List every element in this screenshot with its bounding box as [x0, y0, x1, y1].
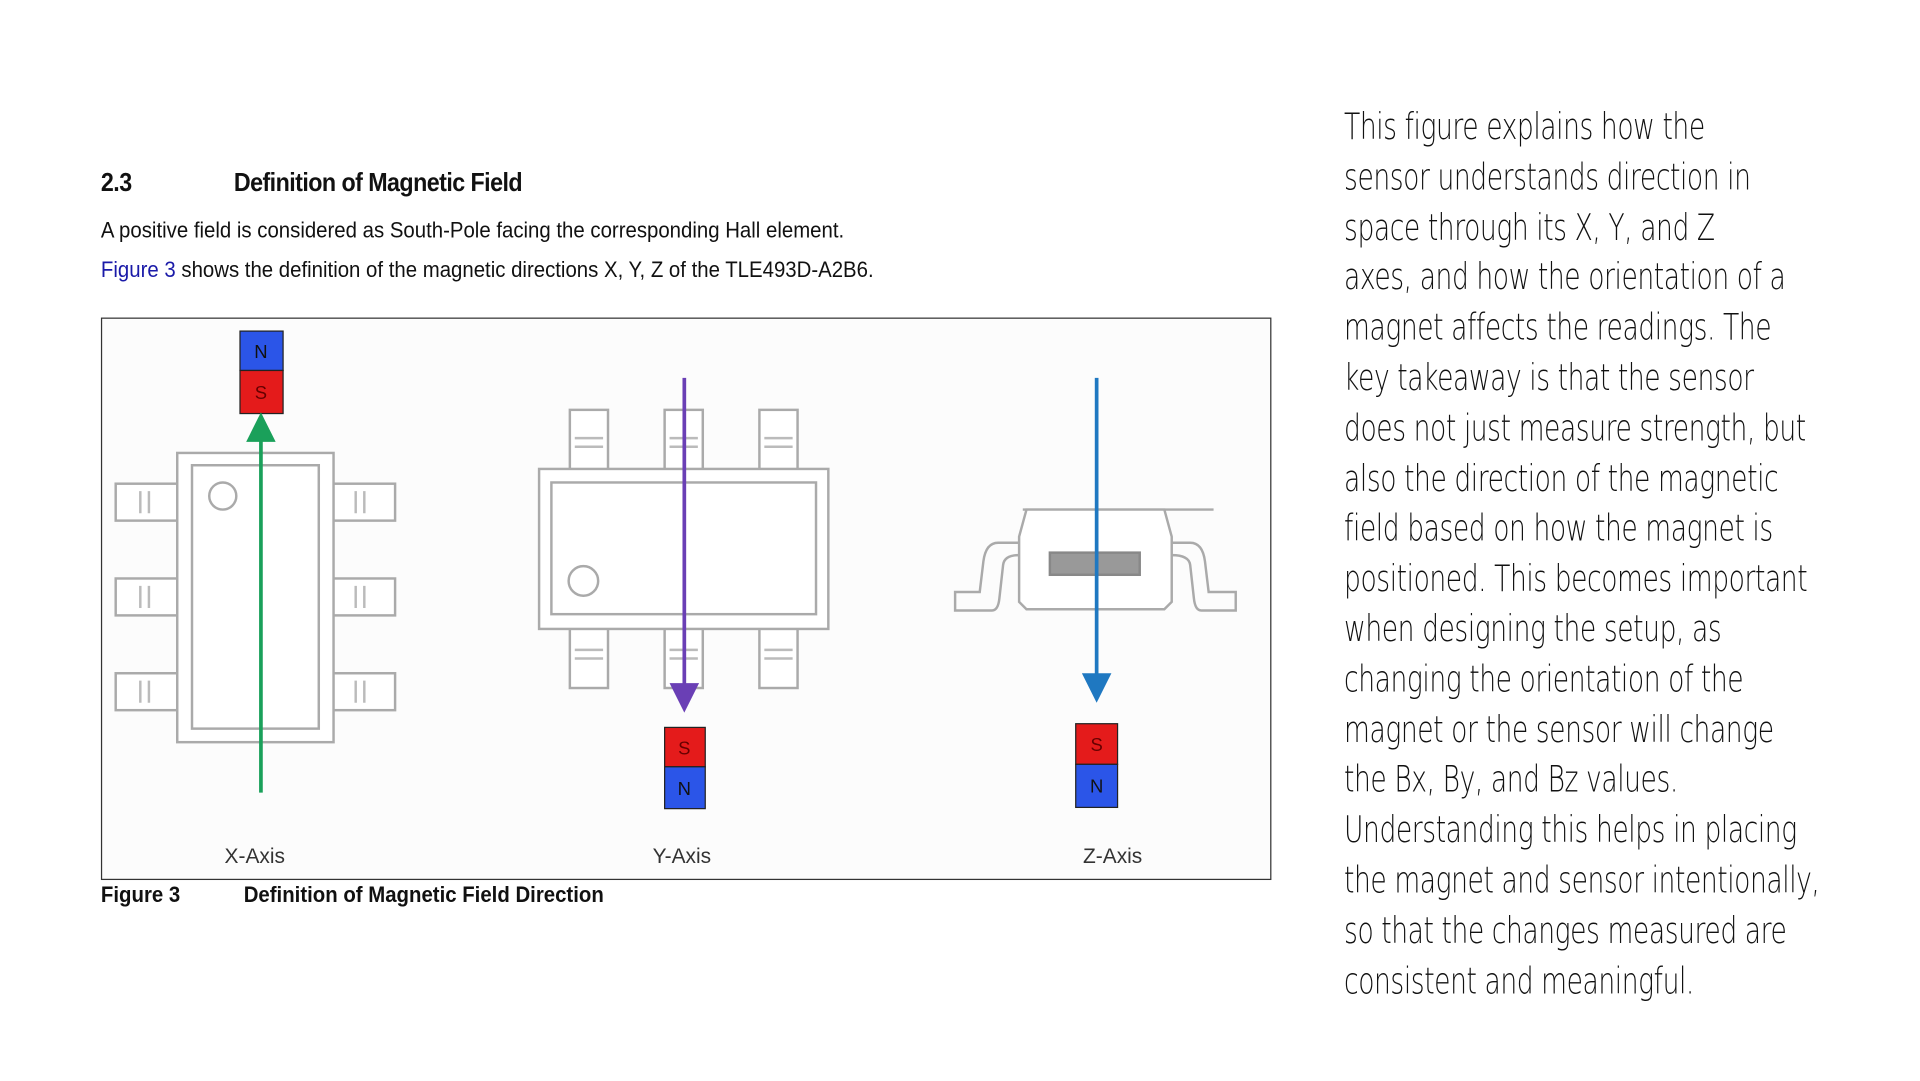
note-line: key takeaway is that the sensor — [1344, 356, 1754, 400]
figure-magnetic-directions: N S X-Axis S — [100, 317, 1272, 881]
note-line: space through its X, Y, and Z — [1344, 206, 1715, 250]
paragraph-figure-ref-text: shows the definition of the magnetic dir… — [175, 257, 874, 282]
figure-caption-number: Figure 3 — [100, 882, 181, 908]
x-magnet-bottom-label: S — [255, 382, 267, 403]
section-title: Definition of Magnetic Field — [233, 168, 523, 197]
note-line: magnet affects the readings. The — [1344, 306, 1772, 350]
z-axis-magnet: S N — [1075, 723, 1119, 809]
note-line: the magnet and sensor intentionally, — [1344, 859, 1820, 903]
x-axis-label: X-Axis — [225, 845, 285, 868]
y-magnet-top-label: S — [678, 737, 690, 758]
z-axis-label: Z-Axis — [1083, 845, 1142, 868]
paragraph-positive-field: A positive field is considered as South-… — [100, 217, 845, 243]
note-line: field based on how the magnet is — [1344, 507, 1773, 551]
section-number: 2.3 — [100, 168, 132, 197]
figure-3-link[interactable]: Figure 3 — [100, 257, 176, 282]
y-axis-label: Y-Axis — [653, 845, 711, 868]
note-line: magnet or the sensor will change — [1344, 708, 1774, 752]
y-axis-magnet: S N — [664, 726, 706, 810]
figure-diagram: N S X-Axis S — [114, 330, 1237, 868]
y-magnet-bottom-label: N — [678, 778, 691, 799]
note-line: sensor understands direction in — [1344, 156, 1751, 200]
paragraph-figure-ref: Figure 3 shows the definition of the mag… — [101, 257, 874, 283]
note-line: also the direction of the magnetic — [1344, 457, 1779, 501]
figure-caption-title: Definition of Magnetic Field Direction — [243, 882, 604, 908]
handwritten-note: This figure explains how the sensor under… — [1344, 103, 1920, 1007]
note-line: positioned. This becomes important — [1344, 557, 1808, 601]
z-magnet-top-label: S — [1090, 734, 1102, 755]
x-axis-magnet: N S — [239, 330, 284, 415]
x-axis-chip — [114, 451, 397, 744]
note-line: changing the orientation of the — [1344, 658, 1744, 702]
note-line: This figure explains how the — [1344, 105, 1705, 149]
note-line: does not just measure strength, but — [1344, 407, 1806, 451]
note-line: when designing the setup, as — [1344, 607, 1722, 652]
note-line: so that the changes measured are — [1344, 909, 1787, 953]
z-magnet-bottom-label: N — [1090, 776, 1103, 797]
note-line: the Bx, By, and Bz values. — [1344, 758, 1678, 802]
note-line: axes, and how the orientation of a — [1344, 256, 1786, 300]
x-magnet-top-label: N — [254, 341, 267, 362]
note-line: consistent and meaningful. — [1344, 959, 1694, 1003]
note-line: Understanding this helps in placing — [1344, 808, 1797, 852]
